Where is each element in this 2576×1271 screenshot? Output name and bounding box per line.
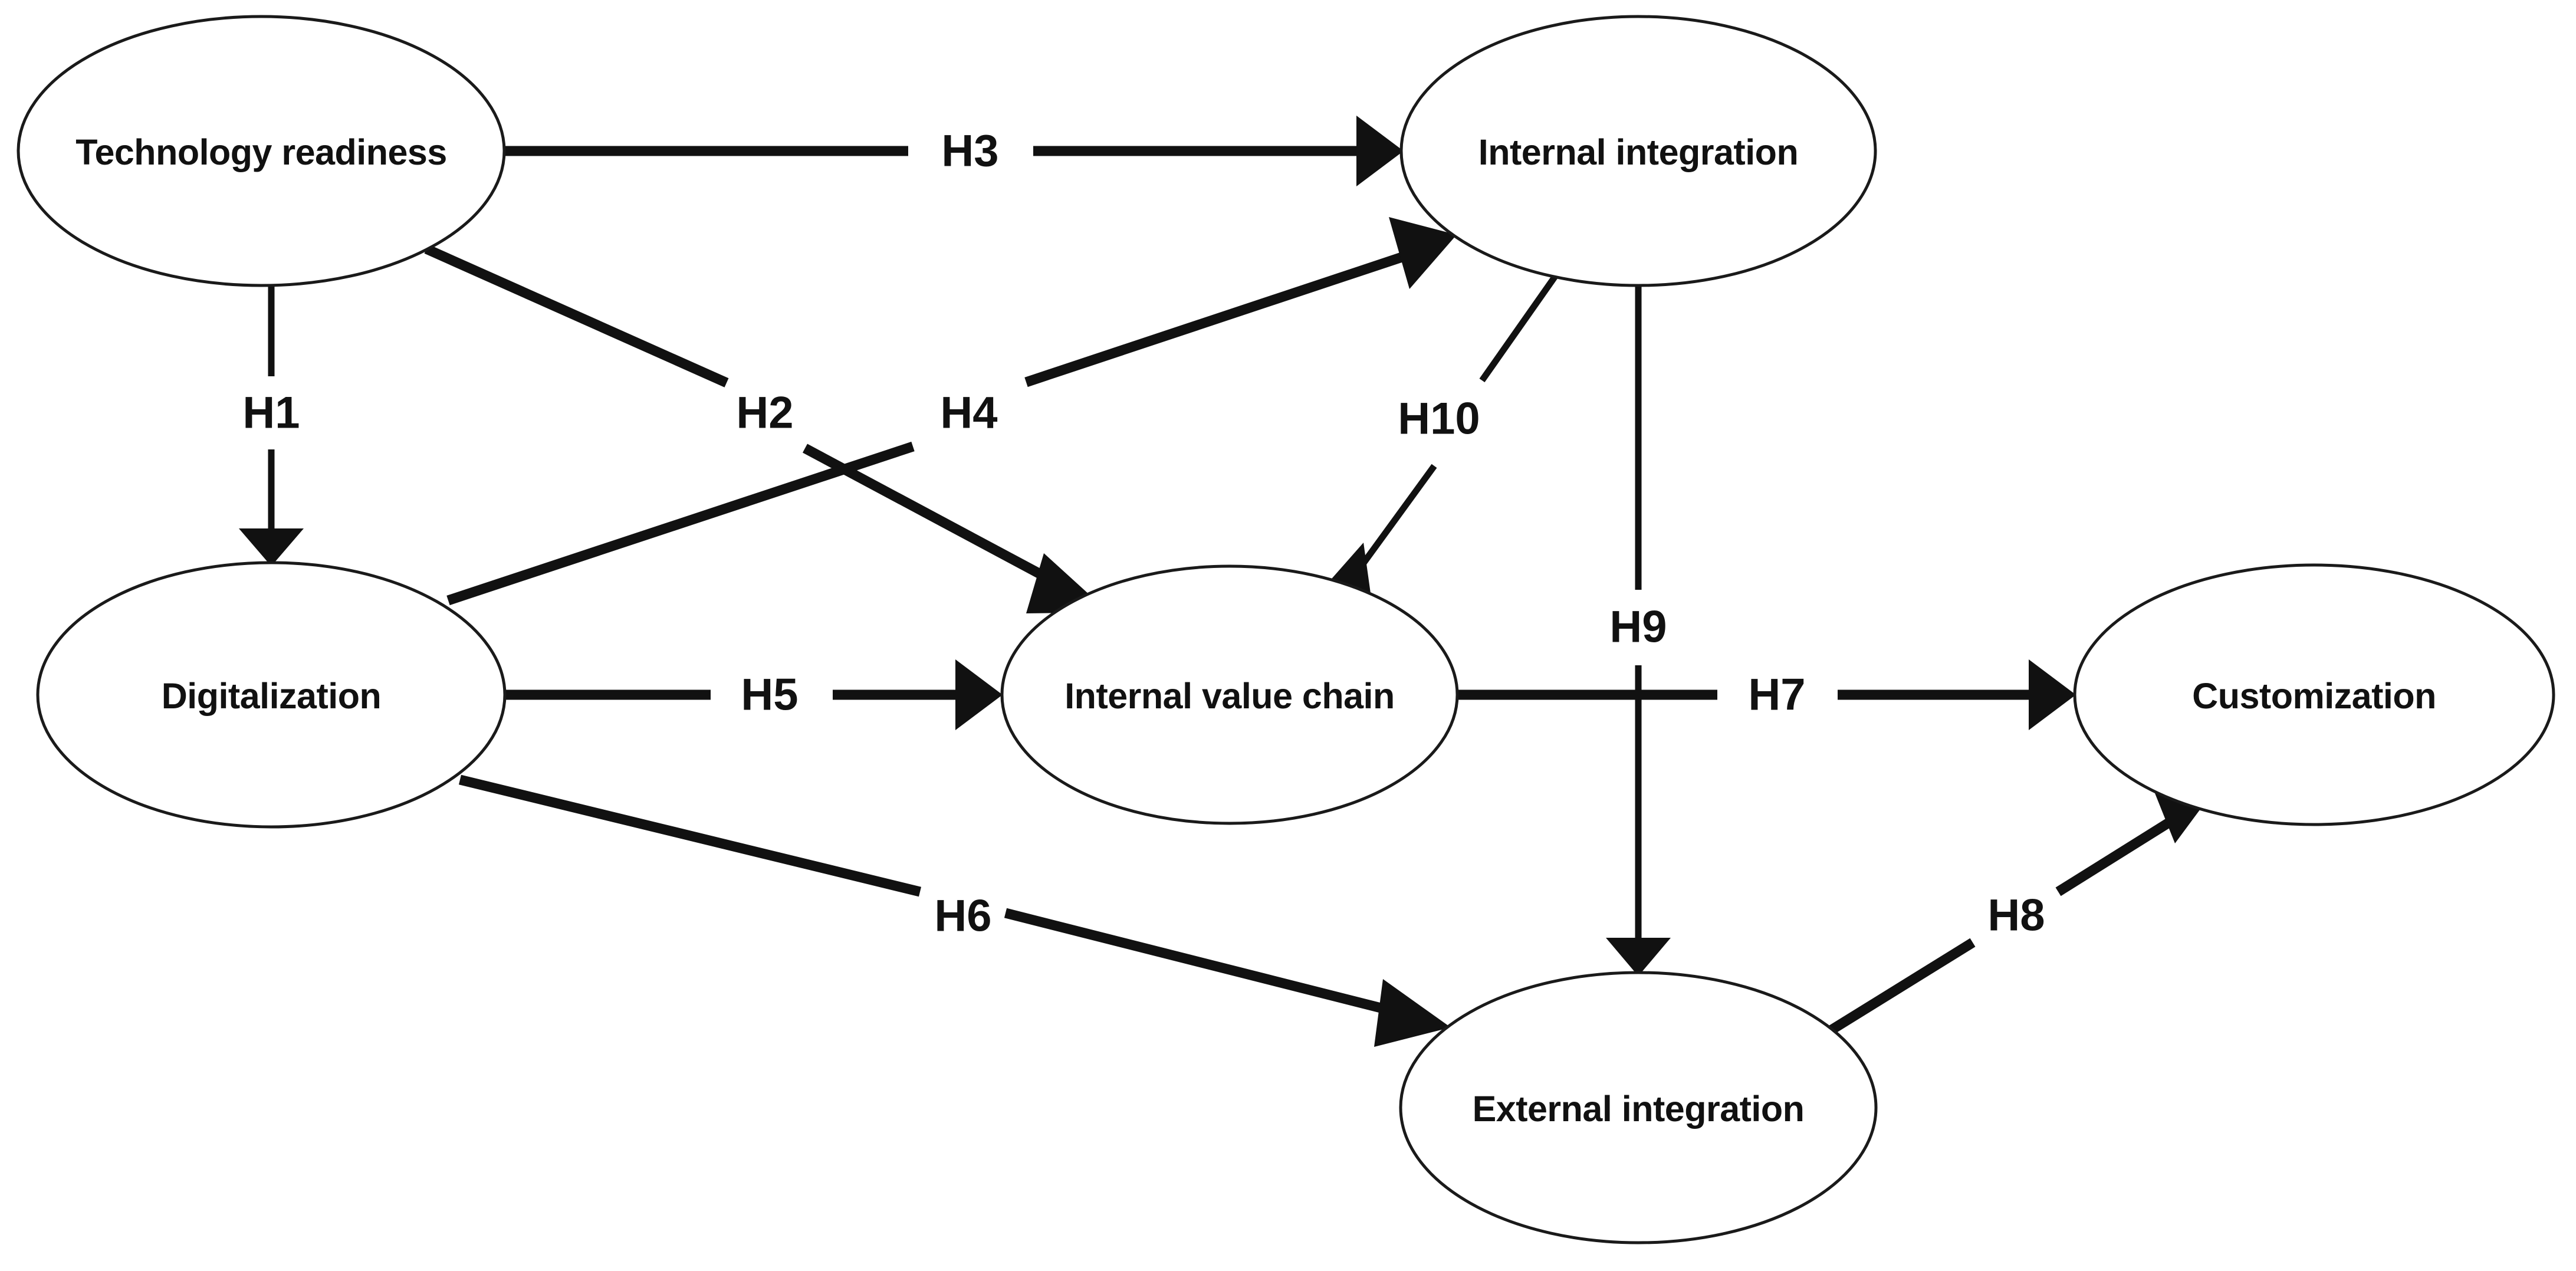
edge-h5: H5 xyxy=(505,659,1003,730)
edge-h6-segment-lower xyxy=(1004,908,1408,1020)
node-external-integration[interactable]: External integration xyxy=(1399,971,1878,1244)
edge-h6-segment-upper xyxy=(458,774,922,897)
edge-label-h8: H8 xyxy=(1987,891,2045,941)
edge-h8-segment-upper xyxy=(2055,816,2174,896)
node-technology-readiness[interactable]: Technology readiness xyxy=(17,15,506,287)
edge-label-h10: H10 xyxy=(1398,394,1480,444)
edge-h7-arrowhead xyxy=(2029,659,2076,730)
node-technology-readiness-shape[interactable] xyxy=(17,15,506,287)
edge-h2-segment-upper xyxy=(424,244,729,387)
edge-h8-segment-lower xyxy=(1813,938,1976,1044)
node-internal-value-chain[interactable]: Internal value chain xyxy=(1000,564,1459,825)
edge-label-h2: H2 xyxy=(736,388,793,438)
edge-label-h7: H7 xyxy=(1748,670,1805,720)
edge-h9: H9 xyxy=(1606,285,1671,976)
edge-h4-segment-upper xyxy=(1024,248,1414,387)
edge-h9-arrowhead xyxy=(1606,938,1671,976)
node-customization-label: Customization xyxy=(2192,676,2436,716)
edge-h8: H8 xyxy=(1813,784,2219,1044)
edge-h6-arrowhead xyxy=(1374,979,1451,1047)
edge-h2: H2 xyxy=(424,244,1109,613)
node-external-integration-shape[interactable] xyxy=(1399,971,1878,1244)
node-digitalization-shape[interactable] xyxy=(36,561,507,829)
node-technology-readiness-label: Technology readiness xyxy=(75,132,447,172)
node-external-integration-label: External integration xyxy=(1473,1089,1805,1129)
edge-h10-segment-upper xyxy=(1479,263,1566,383)
edge-label-h3: H3 xyxy=(941,126,998,176)
edge-h1: H1 xyxy=(239,285,304,566)
edge-h1-arrowhead xyxy=(239,528,304,566)
edge-h10: H10 xyxy=(1310,263,1566,603)
node-customization[interactable]: Customization xyxy=(2073,563,2555,826)
node-digitalization-label: Digitalization xyxy=(162,676,382,716)
edge-label-h5: H5 xyxy=(741,670,798,720)
node-customization-shape[interactable] xyxy=(2073,563,2555,826)
edge-h7: H7 xyxy=(1457,659,2076,730)
edge-h4-arrowhead xyxy=(1389,217,1457,289)
node-internal-value-chain-shape[interactable] xyxy=(1000,564,1459,825)
node-internal-integration-shape[interactable] xyxy=(1399,15,1877,287)
edge-label-h4: H4 xyxy=(940,388,997,438)
edge-h6: H6 xyxy=(458,774,1451,1047)
edge-label-h9: H9 xyxy=(1609,602,1667,652)
node-internal-value-chain-label: Internal value chain xyxy=(1064,676,1395,716)
edge-label-h1: H1 xyxy=(242,388,300,438)
edge-h4-segment-lower xyxy=(446,441,915,606)
node-internal-integration[interactable]: Internal integration xyxy=(1399,15,1877,287)
edge-h3: H3 xyxy=(504,116,1404,186)
edge-h3-arrowhead xyxy=(1356,116,1404,186)
edge-h5-arrowhead xyxy=(955,659,1003,730)
edge-label-h6: H6 xyxy=(934,891,991,941)
node-internal-integration-label: Internal integration xyxy=(1478,132,1798,172)
edge-h4: H4 xyxy=(446,217,1457,606)
node-digitalization[interactable]: Digitalization xyxy=(36,561,507,829)
